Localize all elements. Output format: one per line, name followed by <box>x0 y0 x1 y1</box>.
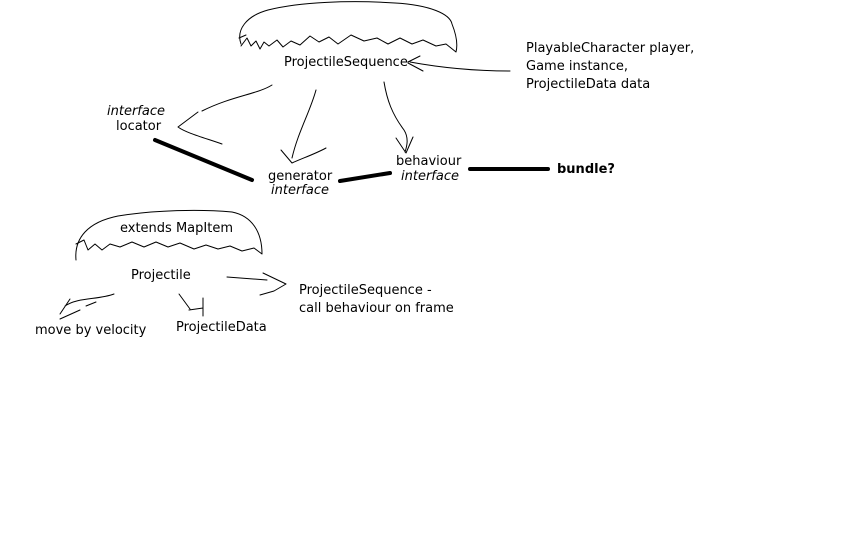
input-game: Game instance, <box>526 59 629 74</box>
locator-interface-text: interface <box>107 104 165 119</box>
locator-label: locator <box>116 119 162 134</box>
input-data: ProjectileData data <box>526 77 651 92</box>
generator-interface-text: interface <box>271 183 329 198</box>
locator-generator-link <box>153 138 254 182</box>
generator-label: generator <box>268 169 333 184</box>
data-arrow <box>178 293 204 317</box>
projectile-sequence-title: ProjectileSequence <box>284 55 408 70</box>
projectile-title: Projectile <box>131 268 191 283</box>
extends-mapitem-label: extends MapItem <box>120 221 233 236</box>
behaviour-arrow <box>383 81 414 154</box>
projectile-cloud <box>75 209 263 261</box>
projectile-data-label: ProjectileData <box>176 320 267 335</box>
generator-behaviour-link <box>338 171 392 183</box>
move-arrow <box>59 293 115 320</box>
input-player: PlayableCharacter player, <box>526 41 695 56</box>
move-by-velocity-label: move by velocity <box>35 323 147 338</box>
bundle-label: bundle? <box>557 162 615 177</box>
projectile-sequence-call-line1: ProjectileSequence - <box>299 283 432 298</box>
locator-arrow <box>177 84 273 145</box>
behaviour-interface-text: interface <box>401 169 459 184</box>
inputs-arrow <box>407 55 511 72</box>
behaviour-label: behaviour <box>396 154 462 169</box>
sequence-arrow <box>226 272 287 296</box>
projectile-sequence-cloud <box>238 1 458 53</box>
projectile-sequence-call-line2: call behaviour on frame <box>299 301 454 316</box>
generator-arrow <box>280 89 327 164</box>
